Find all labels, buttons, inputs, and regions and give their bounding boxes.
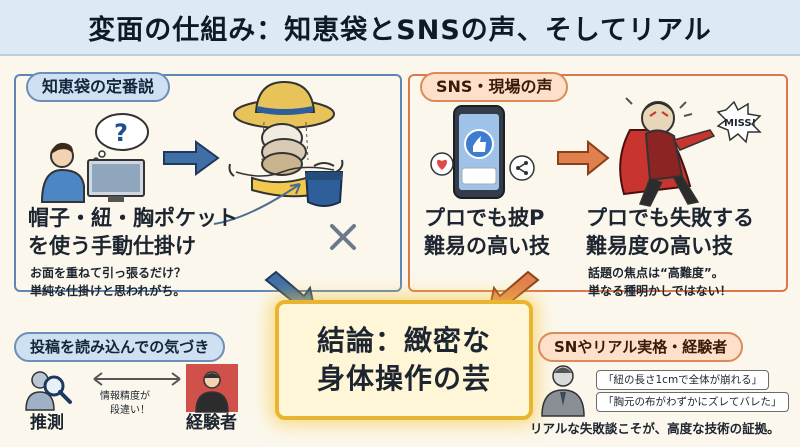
cross-mark-icon (330, 224, 356, 250)
guess-label: 推測 (30, 413, 64, 433)
quote-cloth-shift: 「胸元の布がわずかにズレてバレた」 (596, 392, 789, 412)
miss-label: MISS! (724, 118, 756, 129)
right-arrow-icon (163, 140, 220, 176)
sns-headline-left-1: プロでも披P (424, 206, 545, 230)
chiebukuro-headline-1: 帽子・紐・胸ポケット (28, 206, 238, 230)
insight-tag: 投稿を読み込んでの気づき (14, 332, 226, 362)
real-failure-caption: リアルな失敗談こそが、高度な技術の証拠。 (530, 421, 780, 436)
chiebukuro-note-1: お面を重ねて引っ張るだけ？ (30, 266, 187, 280)
sns-headline-right-2: 難易度の高い技 (586, 234, 733, 258)
sns-note-1: 話題の焦点は“高難度”。 (588, 266, 724, 280)
quote-string-length: 「紐の長さ1cmで全体が崩れる」 (596, 370, 770, 390)
chiebukuro-tag: 知恵袋の定番説 (26, 72, 171, 102)
curved-pointer-arrow (213, 183, 301, 225)
accuracy-caption-2: 段違い！ (110, 405, 150, 416)
experienced-label: 経験者 (186, 413, 237, 433)
chiebukuro-note-2: 単純な仕掛けと思われがち。 (30, 284, 186, 298)
title-bar: 変面の仕組み：知恵袋とSNSの声、そしてリアル (0, 0, 800, 56)
page-title: 変面の仕組み：知恵袋とSNSの声、そしてリアル (88, 14, 712, 46)
sns-headline-left-2: 難易の高い技 (424, 234, 550, 258)
conclusion-line-1: 結論：緻密な (316, 324, 491, 357)
accuracy-caption-1: 情報精度が (100, 391, 150, 402)
performer-stumbling-icon: MISS! (619, 97, 762, 207)
chest-pocket-icon (304, 162, 344, 207)
double-arrow-icon (93, 372, 181, 386)
businessman-icon (541, 365, 585, 417)
hat-and-masks-icon (228, 80, 344, 198)
svg-text:?: ? (114, 119, 128, 147)
experienced-performer-icon (186, 364, 238, 413)
sns-tag: SNS・現場の声 (420, 72, 569, 102)
conclusion-line-2: 身体操作の芸 (316, 362, 491, 395)
sns-headline-right-1: プロでも失敗する (586, 206, 754, 230)
sns-panel (408, 74, 788, 292)
person-at-computer-icon: ? (40, 113, 149, 203)
chiebukuro-panel (14, 74, 402, 292)
chiebukuro-headline-2: を使う手動仕掛け (28, 234, 196, 258)
sns-note-2: 単なる種明かしではない！ (588, 284, 732, 298)
smartphone-social-icon (430, 105, 535, 199)
experience-tag: SNやリアル実格・経験者 (538, 332, 744, 362)
conclusion-box: 結論：緻密な 身体操作の芸 (275, 300, 533, 420)
right-arrow-orange-icon (557, 139, 610, 177)
magnifier-person-icon (25, 371, 72, 411)
